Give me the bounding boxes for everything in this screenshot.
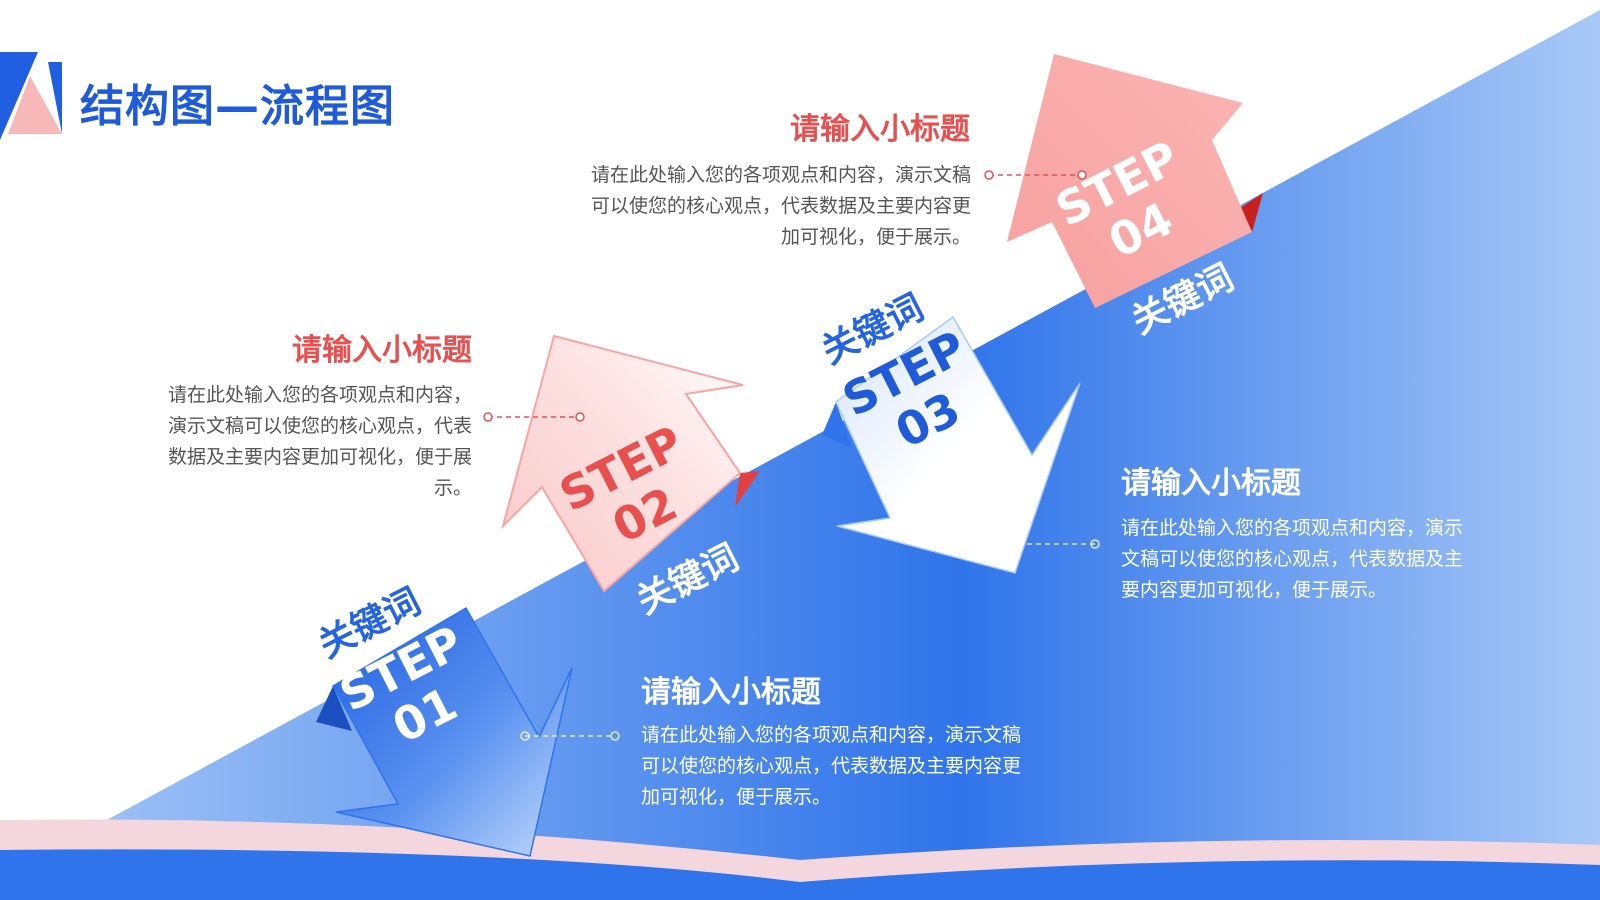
step-04-subtitle: 请输入小标题 (790, 112, 970, 147)
step-03-subtitle: 请输入小标题 (1121, 466, 1301, 501)
logo-triangle-icon (0, 52, 62, 140)
step-02-arrow (501, 334, 744, 593)
step-01-subtitle: 请输入小标题 (641, 675, 821, 710)
step-02-subtitle: 请输入小标题 (292, 333, 472, 368)
connector-01 (520, 731, 620, 741)
step-03-fold (822, 402, 852, 448)
page-title: 结构图—流程图 (80, 81, 395, 132)
step-04-description: 请在此处输入您的各项观点和内容，演示文稿可以使您的核心观点，代表数据及主要内容更… (590, 164, 971, 248)
bottom-wave-blue (0, 849, 1600, 900)
step-02-description: 请在此处输入您的各项观点和内容，演示文稿可以使您的核心观点，代表数据及主要内容更… (167, 384, 472, 499)
step-03-description: 请在此处输入您的各项观点和内容，演示文稿可以使您的核心观点，代表数据及主要内容更… (1121, 517, 1464, 601)
step-04-arrow (1007, 54, 1252, 308)
step-01-arrow (331, 606, 573, 857)
connector-02 (483, 412, 585, 422)
step-04-fold (1240, 193, 1263, 232)
step-01-description: 请在此处输入您的各项观点和内容，演示文稿可以使您的核心观点，代表数据及主要内容更… (641, 724, 1022, 808)
step-02-fold (735, 471, 760, 507)
step-03-arrow (835, 315, 1081, 574)
connector-04 (984, 170, 1087, 180)
connector-03 (995, 539, 1100, 549)
step-01-fold (316, 686, 352, 731)
